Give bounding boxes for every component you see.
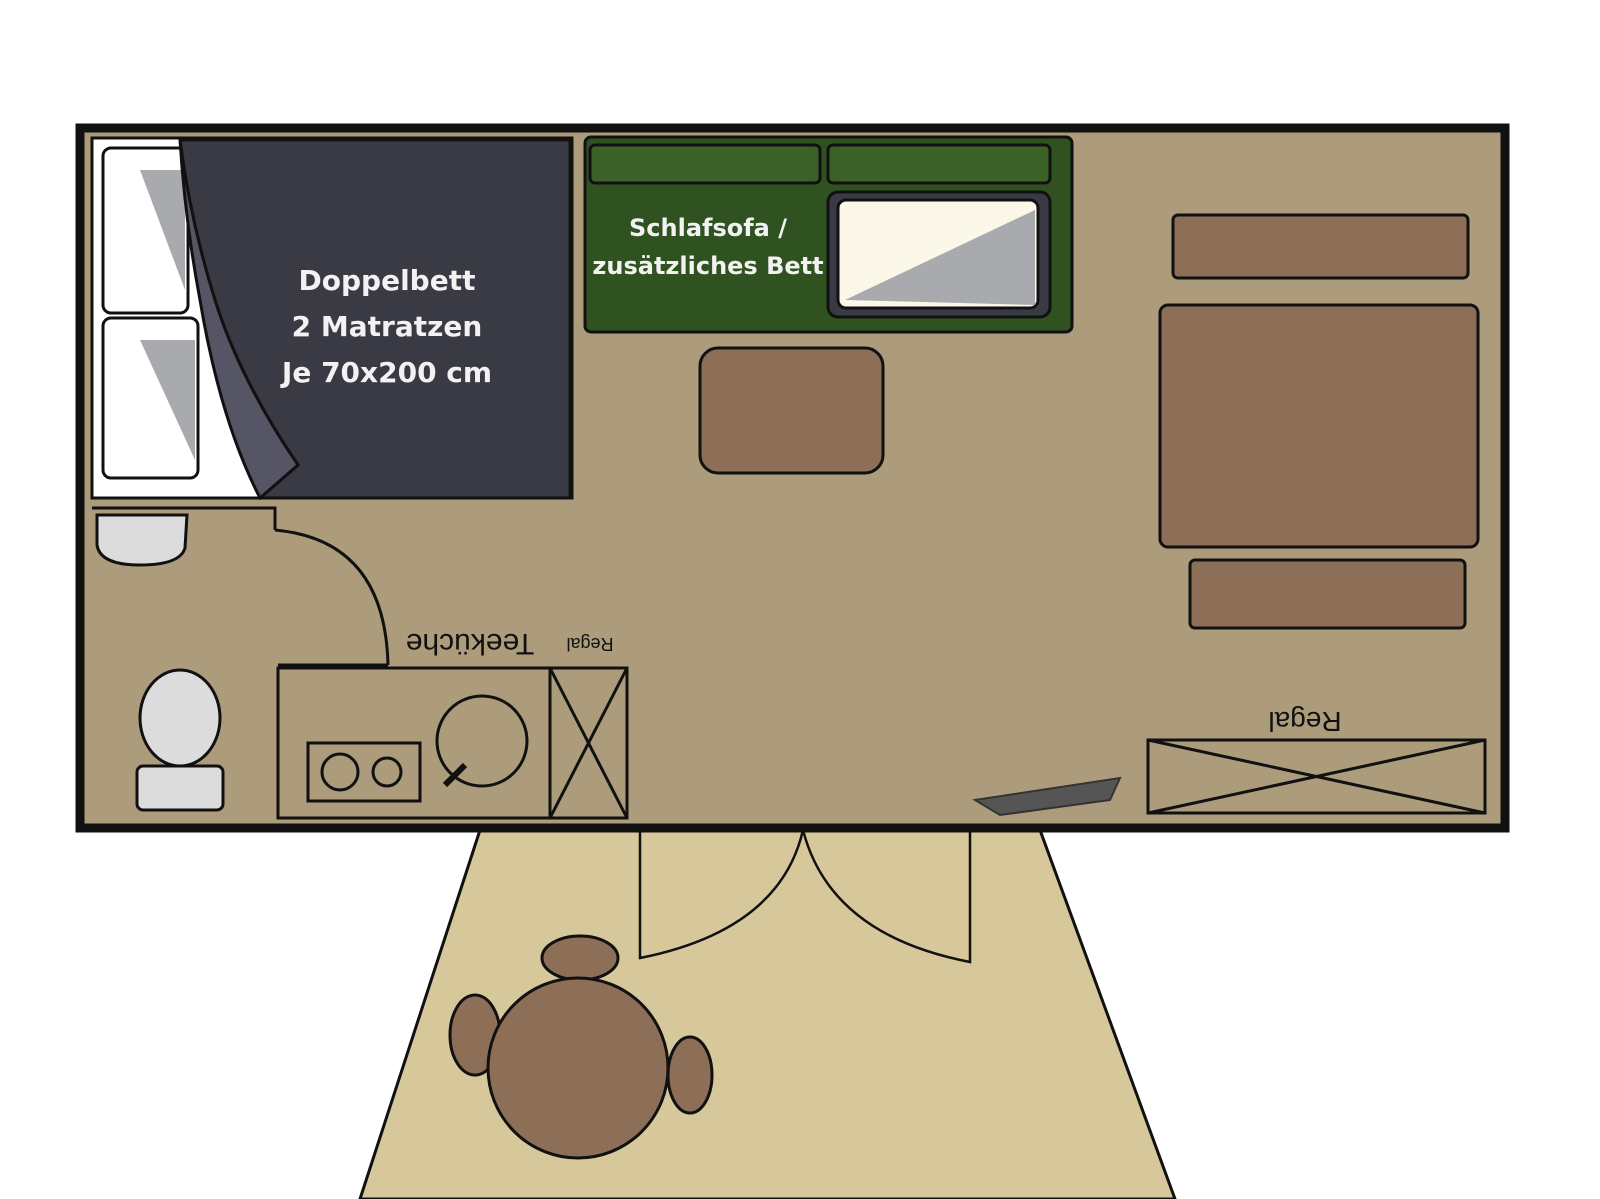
shelf-right-label: Regal (1268, 706, 1341, 737)
kitchen-shelf (548, 666, 629, 820)
coffee-table (698, 346, 885, 475)
stove-icon (306, 741, 422, 803)
entrance-double-door (638, 829, 972, 964)
sofa-bed-label-1: Schlafsofa / (629, 214, 787, 242)
tea-kitchen-label: Teeküche (406, 627, 534, 660)
tea-kitchen (276, 666, 629, 820)
svg-text:Schlafsofa /zusätzliches Bett: Schlafsofa / zusätzliches Bett (592, 214, 823, 280)
double-bed-label-2: 2 Matratzen (292, 310, 483, 343)
double-bed-label-1: Doppelbett (299, 264, 476, 297)
double-bed-label-3: Je 70x200 cm (280, 356, 492, 389)
double-bed: Doppelbett 2 Matratzen Je 70x200 cm (90, 136, 574, 501)
bathroom (92, 506, 390, 812)
bench-table-set (1158, 213, 1480, 630)
sofa-bed-label-2: zusätzliches Bett (592, 252, 823, 280)
doormat (972, 776, 1122, 817)
toilet-icon (138, 668, 222, 768)
dining-table (448, 934, 714, 1160)
kitchen-shelf-label: Regal (566, 634, 613, 654)
sink-basin-icon (435, 694, 529, 788)
sofa-bed: Schlafsofa / zusätzliches Bett (583, 135, 1074, 334)
sink-icon (95, 513, 189, 567)
shelf-right (1146, 738, 1487, 815)
